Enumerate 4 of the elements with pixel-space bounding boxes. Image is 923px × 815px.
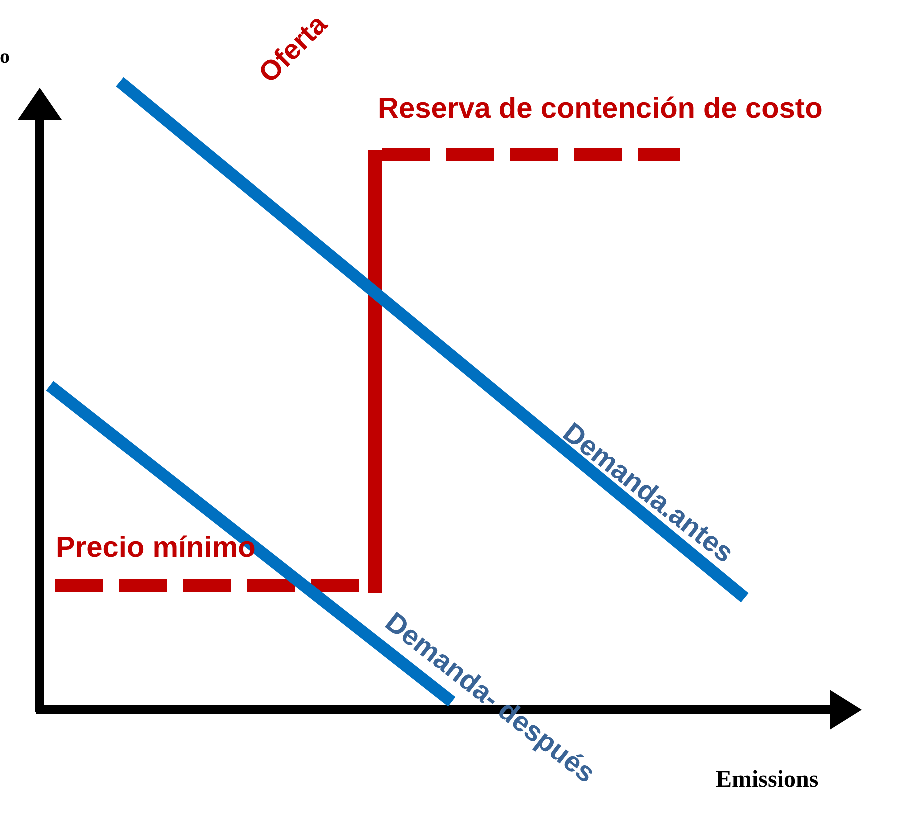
curve-label: Reserva de contención de costo (378, 92, 823, 127)
axis-label: Emissions (716, 766, 819, 795)
curve-label: Precio mínimo (56, 531, 256, 566)
axis-label: o (0, 45, 10, 70)
